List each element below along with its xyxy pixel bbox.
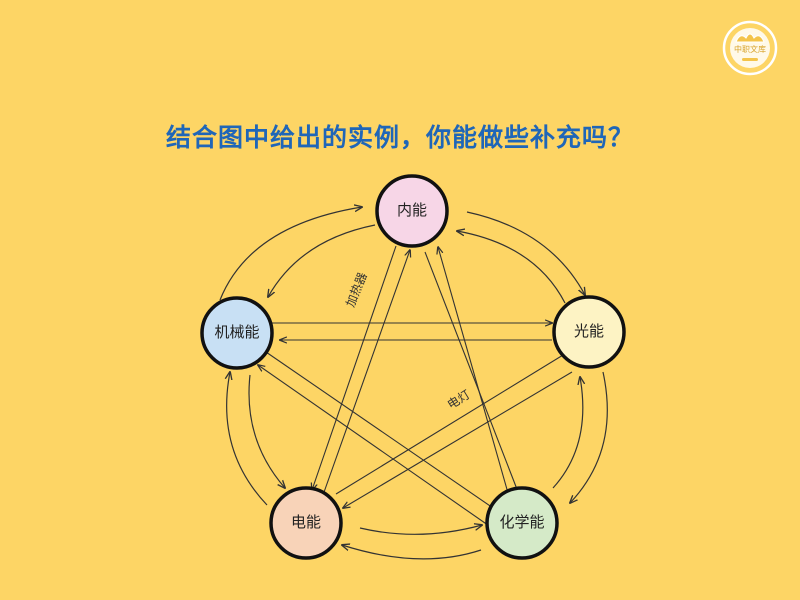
node-label-mechanical: 机械能 <box>214 323 259 341</box>
annotation-lamp: 电灯 <box>445 387 473 412</box>
outer-arrows <box>219 207 608 560</box>
arrow-light-to-internal <box>457 231 566 304</box>
logo-badge: 中职文库 <box>722 20 778 76</box>
arrow-electric-to-mechanical <box>227 372 268 506</box>
logo-text: 中职文库 <box>734 44 766 54</box>
arrow-light-to-chemical <box>570 371 608 503</box>
arrow-electric-to-light <box>335 352 568 495</box>
arrow-internal-to-mechanical <box>268 224 376 297</box>
arrow-chemical-to-electric <box>342 545 482 560</box>
arrow-electric-to-internal <box>322 250 410 496</box>
node-label-light: 光能 <box>574 322 604 340</box>
arrow-chemical-to-light <box>552 377 583 489</box>
node-label-electric: 电能 <box>291 513 321 531</box>
arrow-mechanical-to-chemical <box>265 351 496 510</box>
arrow-chemical-to-internal <box>438 247 511 501</box>
arrow-mechanical-to-electric <box>248 374 285 488</box>
node-internal: 内能 <box>375 174 449 248</box>
node-label-chemical: 化学能 <box>499 513 544 531</box>
arrow-light-to-electric <box>343 371 573 508</box>
arrow-internal-to-light <box>466 211 585 295</box>
arrow-chemical-to-mechanical <box>258 365 496 531</box>
arrow-electric-to-chemical <box>359 525 482 535</box>
node-electric: 电能 <box>269 486 343 560</box>
annotation-heater: 加热器 <box>343 270 369 309</box>
node-mechanical: 机械能 <box>200 296 274 370</box>
arrow-internal-to-chemical <box>424 251 520 497</box>
node-label-internal: 内能 <box>397 201 427 219</box>
question-title: 结合图中给出的实例，你能做些补充吗？ <box>165 123 634 152</box>
arrow-mechanical-to-internal <box>219 207 362 301</box>
node-chemical: 化学能 <box>485 486 559 560</box>
node-light: 光能 <box>552 295 626 369</box>
arrow-internal-to-electric <box>312 245 397 490</box>
inner-arrows <box>258 245 573 531</box>
